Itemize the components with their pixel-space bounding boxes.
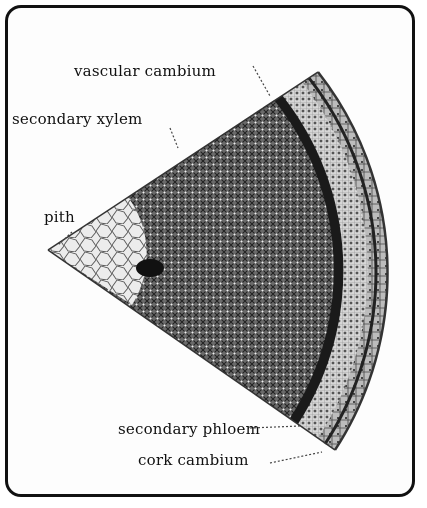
secondary-xylem-label: secondary xylem bbox=[12, 110, 142, 128]
pith-label: pith bbox=[44, 208, 75, 226]
vascular-cambium-leader bbox=[253, 66, 270, 96]
secondary-xylem-leader bbox=[170, 128, 178, 148]
vascular-cambium-label: vascular cambium bbox=[74, 62, 216, 80]
cork-cambium-label: cork cambium bbox=[138, 451, 249, 469]
secondary-phloem-label: secondary phloem bbox=[118, 420, 260, 438]
cork-cambium-leader bbox=[270, 452, 322, 463]
